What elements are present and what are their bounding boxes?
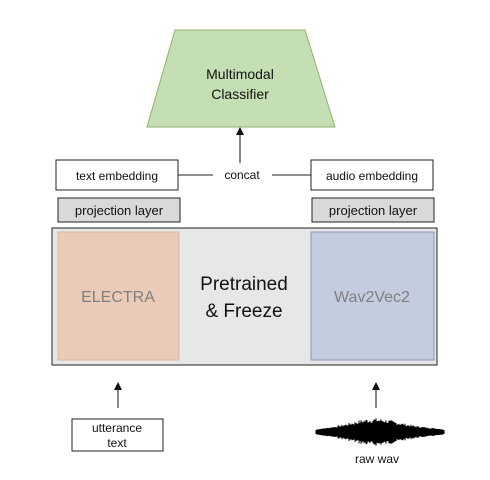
utterance-text-line2: text <box>107 436 127 450</box>
utterance-text-box <box>71 418 164 452</box>
wav2vec-label: Wav2Vec2 <box>334 289 410 306</box>
text-embedding-label: text embedding <box>76 169 158 183</box>
center-label-line1: Pretrained <box>200 274 288 295</box>
text-embedding-box <box>55 159 179 191</box>
classifier-label-line1: Multimodal <box>206 66 274 82</box>
utterance-text-line1: utterance <box>92 421 142 435</box>
wav2vec-box <box>310 231 435 361</box>
classifier-shape <box>146 29 336 128</box>
projection-layer-right <box>311 197 435 223</box>
center-label-line2: & Freeze <box>205 301 282 322</box>
projection-layer-left-label: projection layer <box>75 203 164 218</box>
projection-layer-left <box>57 197 181 223</box>
audio-embedding-label: audio embedding <box>326 169 418 183</box>
waveform-icon <box>315 418 445 446</box>
electra-label: ELECTRA <box>81 289 155 306</box>
concat-label: concat <box>224 168 260 182</box>
classifier-label-line2: Classifier <box>211 86 269 102</box>
audio-embedding-box <box>310 159 434 191</box>
raw-wav-label: raw wav <box>355 452 399 466</box>
electra-box <box>57 231 180 361</box>
projection-layer-right-label: projection layer <box>329 203 418 218</box>
